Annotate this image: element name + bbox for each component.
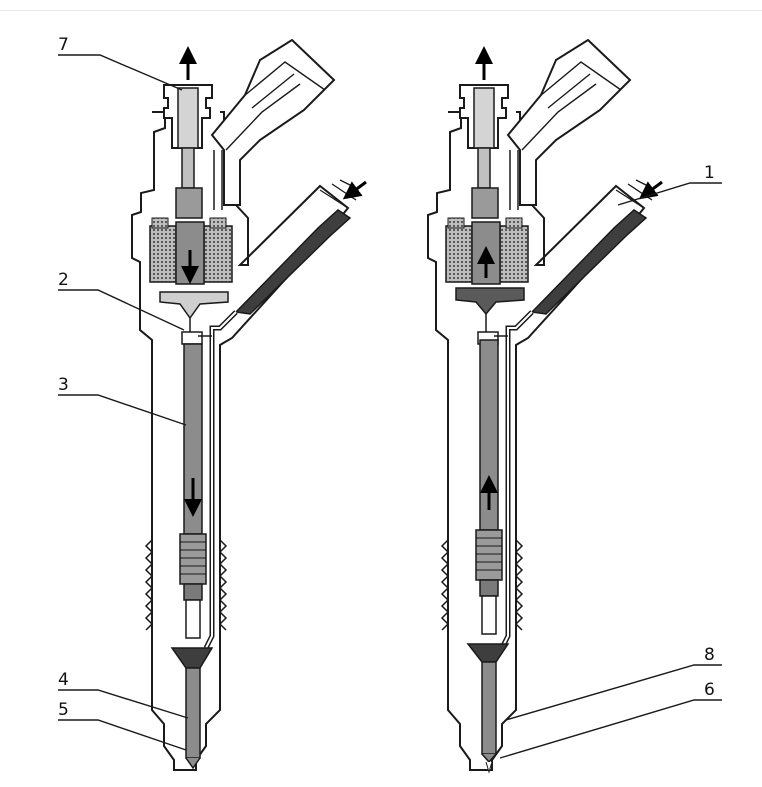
leader-lines [58,54,722,759]
label-1: 1 [704,163,715,183]
label-7: 7 [58,35,69,55]
armature-housing [175,187,203,219]
high-pressure-line [530,209,648,315]
part-labels: 7 2 3 4 5 1 8 6 [58,35,715,720]
injector-body-outline [131,111,350,771]
label-4: 4 [58,670,69,690]
valve-plate [159,291,229,320]
flow-arrow-icon [342,180,367,200]
label-5: 5 [58,700,69,720]
coil-pattern-icon [445,225,473,283]
electrical-connector [506,38,632,206]
top-divider [0,10,762,11]
label-6: 6 [704,680,715,700]
injector-body-outline [427,111,646,771]
electrical-connector [210,38,336,206]
nozzle-needle [185,667,201,759]
thread-pattern-icon [144,539,154,631]
thread-pattern-icon [440,539,450,631]
valve-plate [455,287,525,316]
label-2: 2 [58,270,69,290]
label-3: 3 [58,375,69,395]
high-pressure-line [234,209,352,315]
coil-pattern-icon [149,225,177,283]
label-8: 8 [704,645,715,665]
injector-right [427,38,663,774]
flow-arrow-icon [638,180,663,200]
injector-left [131,38,367,771]
control-rod-top [473,87,495,149]
nozzle-needle [481,661,497,755]
control-rod-top [177,87,199,149]
armature-housing [471,187,499,219]
